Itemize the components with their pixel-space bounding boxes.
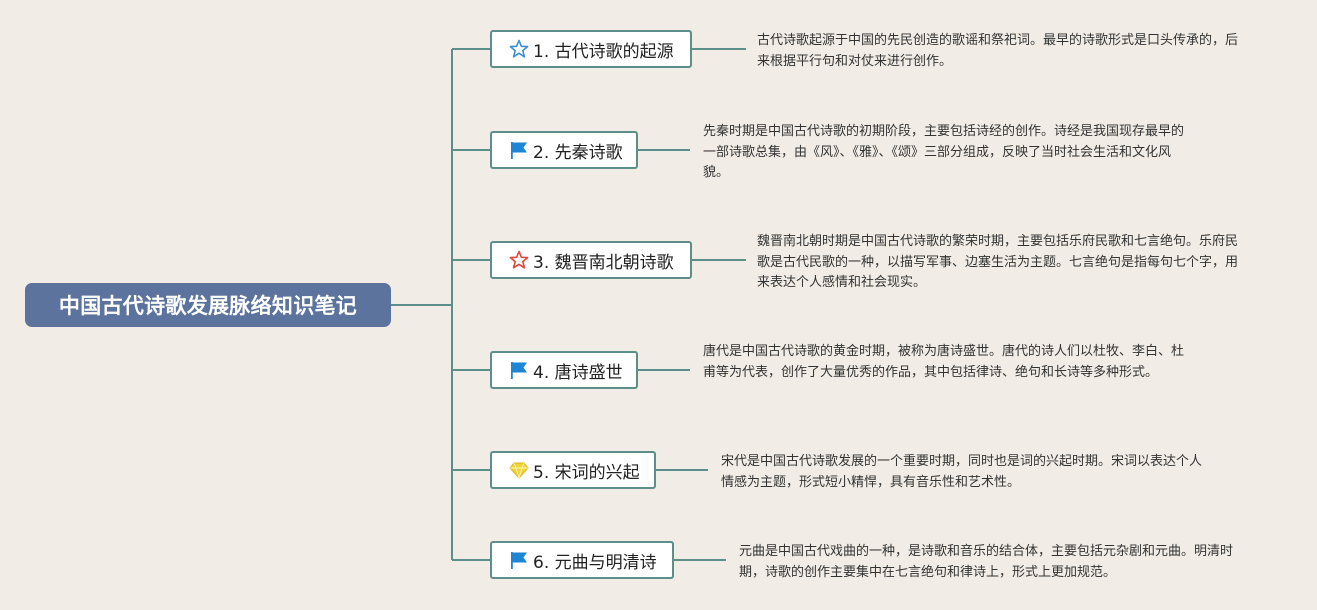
topic-note: 宋代是中国古代诗歌发展的一个重要时期，同时也是词的兴起时期。宋词以表达个人情感为… [721, 454, 1203, 490]
root-topic[interactable]: 中国古代诗歌发展脉络知识笔记 [25, 283, 391, 327]
topic-note: 古代诗歌起源于中国的先民创造的歌谣和祭祀词。最早的诗歌形式是口头传承的，后来根据… [757, 33, 1239, 69]
topic-note: 唐代是中国古代诗歌的黄金时期，被称为唐诗盛世。唐代的诗人们以杜牧、李白、杜甫等为… [703, 344, 1185, 380]
topic-label: 5. 宋词的兴起 [533, 462, 640, 483]
topic-yuan-ming-qing[interactable]: 6. 元曲与明清诗 [490, 541, 674, 579]
topic-pre-qin[interactable]: 2. 先秦诗歌 [490, 131, 638, 169]
topic-origin[interactable]: 1. 古代诗歌的起源 [490, 30, 692, 68]
star-outline-red-icon [509, 250, 529, 270]
topic-song-ci[interactable]: 5. 宋词的兴起 [490, 451, 656, 489]
star-outline-blue-icon [509, 39, 529, 59]
topic-label: 3. 魏晋南北朝诗歌 [533, 252, 674, 273]
flag-blue-icon [509, 140, 529, 160]
topic-tang[interactable]: 4. 唐诗盛世 [490, 351, 638, 389]
topic-note: 先秦时期是中国古代诗歌的初期阶段，主要包括诗经的创作。诗经是我国现存最早的一部诗… [703, 124, 1185, 180]
flag-blue-icon [509, 550, 529, 570]
topic-note: 魏晋南北朝时期是中国古代诗歌的繁荣时期，主要包括乐府民歌和七言绝句。乐府民歌是古… [757, 234, 1239, 290]
topic-label: 4. 唐诗盛世 [533, 362, 623, 383]
flag-blue-icon [509, 360, 529, 380]
topic-label: 1. 古代诗歌的起源 [533, 41, 674, 62]
diamond-yellow-icon [509, 460, 529, 480]
topic-label: 6. 元曲与明清诗 [533, 552, 657, 573]
root-title: 中国古代诗歌发展脉络知识笔记 [58, 294, 358, 318]
topic-wei-jin[interactable]: 3. 魏晋南北朝诗歌 [490, 241, 692, 279]
topic-label: 2. 先秦诗歌 [533, 142, 623, 163]
topic-note: 元曲是中国古代戏曲的一种，是诗歌和音乐的结合体，主要包括元杂剧和元曲。明清时期，… [739, 544, 1234, 580]
